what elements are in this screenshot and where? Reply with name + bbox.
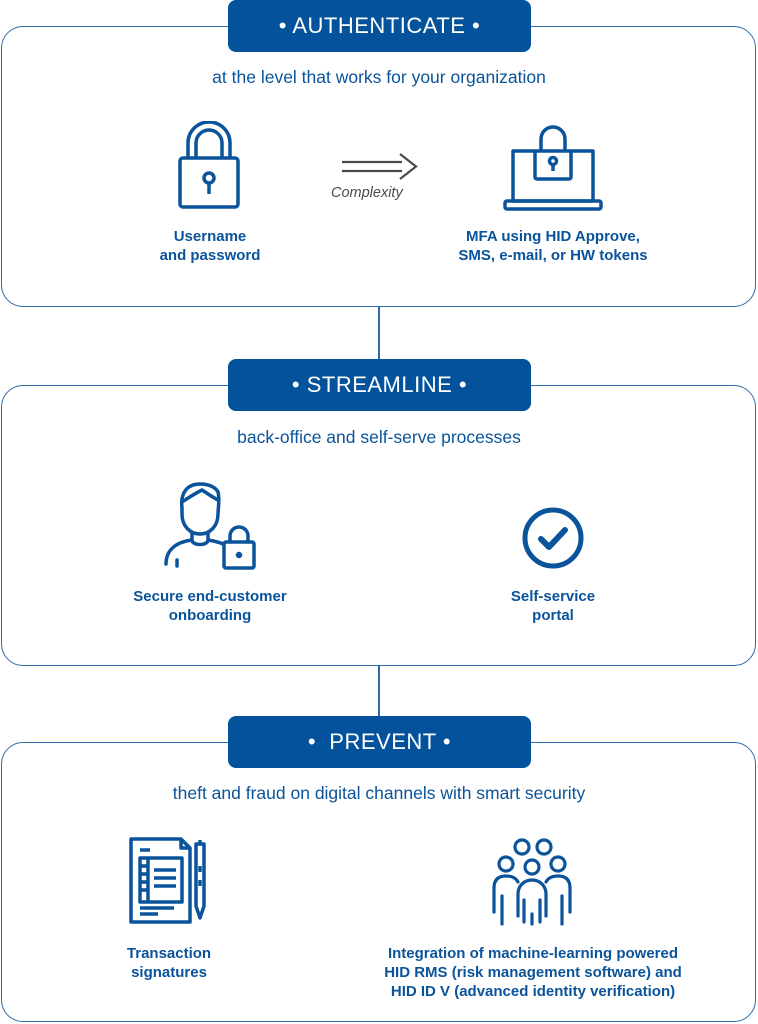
connector-line: [378, 665, 380, 717]
item-label: Username and password: [159, 228, 261, 264]
section-title-authenticate: • AUTHENTICATE •: [228, 0, 531, 52]
padlock-icon: [178, 121, 240, 211]
section-title-streamline: • STREAMLINE •: [228, 359, 531, 411]
prevent-section: [1, 742, 756, 1022]
item-label: Secure end-customer onboarding: [133, 588, 287, 624]
item-label: Integration of machine-learning powered …: [384, 945, 682, 1000]
connector-line: [378, 306, 380, 362]
complexity-label: Complexity: [331, 185, 403, 201]
item-label: MFA using HID Approve, SMS, e-mail, or H…: [458, 228, 648, 264]
double-arrow-right-icon: [340, 151, 420, 183]
authenticate-section: [1, 26, 756, 307]
section-subtitle: at the level that works for your organiz…: [212, 67, 546, 87]
streamline-section: [1, 385, 756, 666]
section-subtitle: back-office and self-serve processes: [237, 427, 521, 447]
document-pen-icon: [128, 836, 214, 928]
group-people-icon: [488, 836, 576, 928]
check-circle-icon: [521, 506, 585, 570]
item-label: Transaction signatures: [126, 945, 212, 981]
laptop-lock-icon: [503, 121, 603, 211]
section-subtitle: theft and fraud on digital channels with…: [172, 783, 586, 803]
item-label: Self-service portal: [510, 588, 596, 624]
section-title-prevent: • PREVENT •: [228, 716, 531, 768]
user-lock-icon: [162, 480, 258, 572]
